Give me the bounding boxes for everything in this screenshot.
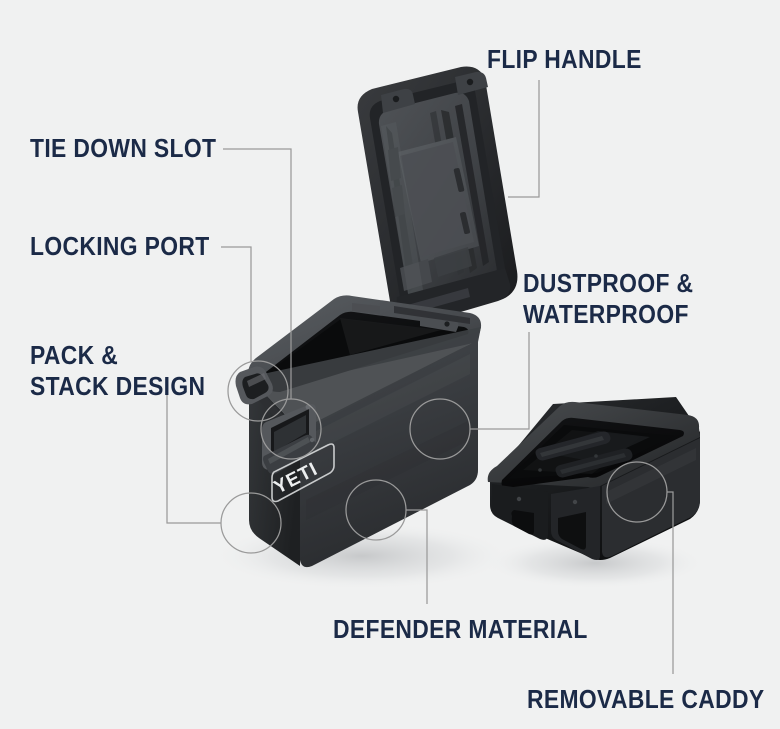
callout-label-defender-material: DEFENDER MATERIAL xyxy=(333,614,588,644)
product-lid xyxy=(357,66,518,327)
callout-label-locking-port: LOCKING PORT xyxy=(30,231,210,261)
product-box-body: YETI xyxy=(235,295,482,568)
callout-line-1: PACK & xyxy=(30,340,119,370)
callout-label-tie-down-slot: TIE DOWN SLOT xyxy=(30,133,217,163)
callout-label-pack-stack-design: PACK &STACK DESIGN xyxy=(30,340,205,402)
callout-label-flip-handle: FLIP HANDLE xyxy=(487,44,642,74)
shadow-caddy xyxy=(485,537,705,589)
callout-line-1: DUSTPROOF & xyxy=(523,268,694,298)
callout-line-2: WATERPROOF xyxy=(523,299,689,329)
callout-label-dustproof-waterproof: DUSTPROOF &WATERPROOF xyxy=(523,268,693,330)
callout-label-removable-caddy: REMOVABLE CADDY xyxy=(527,684,765,714)
product-removable-caddy xyxy=(487,397,700,560)
callout-line-2: STACK DESIGN xyxy=(30,371,206,401)
